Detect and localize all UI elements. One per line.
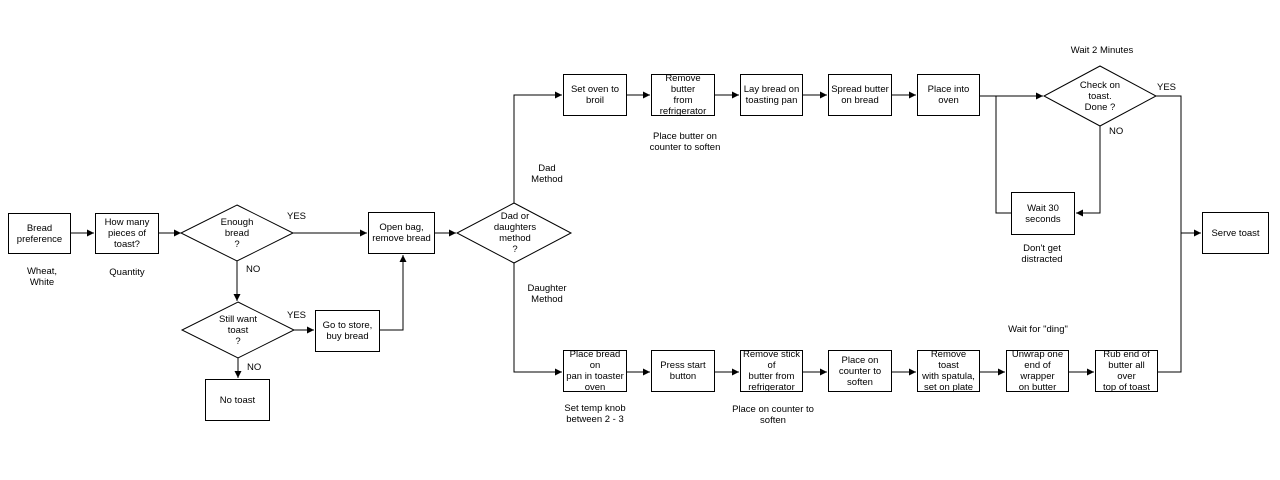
node-no-toast: No toast [205,379,270,421]
node-serve-toast: Serve toast [1202,212,1269,254]
note-place-butter-soften: Place butter on counter to soften [649,131,721,153]
note-wait-2-minutes: Wait 2 Minutes [1070,45,1134,56]
node-set-oven: Set oven to broil [563,74,627,116]
connector-method-to-dad [513,91,562,203]
note-wait-for-ding: Wait for "ding" [1008,324,1068,335]
node-remove-stick: Remove stick of butter from refrigerator [740,349,803,393]
node-remove-butter: Remove butter from refrigerator [651,73,715,117]
label-yes-check: YES [1157,82,1177,93]
note-dad-method: Dad Method [531,163,563,185]
note-set-temp-knob: Set temp knob between 2 - 3 [564,403,626,425]
node-place-bread-toaster: Place bread on pan in toaster oven [563,349,627,393]
label-yes-still: YES [287,310,307,321]
label-no-check: NO [1109,126,1124,137]
note-quantity: Quantity [109,267,145,278]
label-yes-enough: YES [287,211,307,222]
connector-check-yes [1156,95,1201,237]
node-how-many: How many pieces of toast? [95,213,159,254]
node-lay-bread: Lay bread on toasting pan [740,74,803,116]
connector-store-to-openbag [380,255,407,331]
connector-rub-to-serve [1158,233,1182,373]
node-wait-30: Wait 30 seconds [1011,192,1075,235]
connector-check-no [1076,126,1101,217]
node-unwrap: Unwrap one end of wrapper on butter [1006,349,1069,393]
note-wheat-white: Wheat, White [26,266,58,288]
node-spread-butter: Spread butter on bread [828,74,892,116]
note-place-counter-soften: Place on counter to soften [732,404,814,426]
node-press-start: Press start button [651,350,715,392]
connector-wait-loop [995,96,1011,214]
node-go-to-store: Go to store, buy bread [315,310,380,352]
decision-enough-bread-text: Enough bread ? [220,216,254,250]
connector-method-to-daughter [513,263,562,376]
decision-check-toast-text: Check on toast. Done ? [1079,79,1121,113]
note-daughter-method: Daughter Method [527,283,567,305]
label-no-enough: NO [246,264,261,275]
node-rub-butter: Rub end of butter all over top of toast [1095,349,1158,393]
node-place-counter: Place on counter to soften [828,350,892,392]
decision-still-want-text: Still want toast ? [218,313,257,347]
node-bread-preference: Bread preference [8,213,71,254]
node-remove-toast: Remove toast with spatula, set on plate [917,349,980,393]
node-open-bag: Open bag, remove bread [368,212,435,254]
note-dont-get-distracted: Don't get distracted [1021,243,1063,265]
node-place-into-oven: Place into oven [917,74,980,116]
decision-method-text: Dad or daughters method ? [493,211,537,255]
label-no-still: NO [247,362,262,373]
